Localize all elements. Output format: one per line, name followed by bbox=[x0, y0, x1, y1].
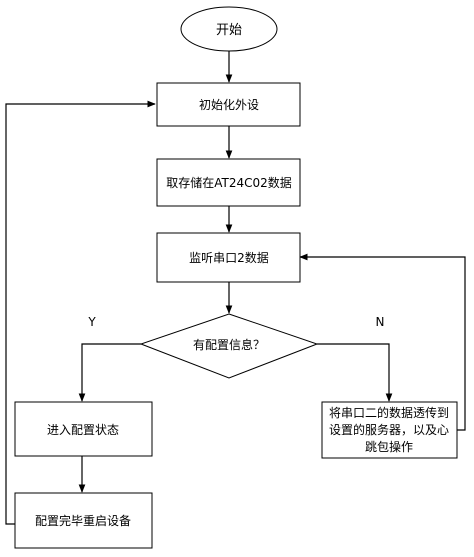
edge-decision-no-to-forward bbox=[317, 343, 393, 402]
read-eeprom-label: 取存储在AT24C02数据 bbox=[166, 175, 292, 190]
forward-label-line-1: 将串口二的数据透传到 bbox=[329, 405, 449, 420]
init-label: 初始化外设 bbox=[199, 98, 259, 112]
start-label: 开始 bbox=[216, 23, 242, 38]
start-node bbox=[180, 6, 278, 52]
edge-decision-yes-to-config bbox=[78, 343, 141, 402]
forward-label-line-2: 设置的服务器，以及心 bbox=[329, 422, 449, 437]
decision-label: 有配置信息？ bbox=[193, 337, 265, 352]
forward-label-line-3: 跳包操作 bbox=[365, 439, 413, 454]
yes-label: Y bbox=[87, 315, 96, 329]
no-label: N bbox=[376, 315, 385, 329]
restart-node bbox=[14, 492, 153, 549]
config-state-label: 进入配置状态 bbox=[47, 423, 119, 437]
restart-label: 配置完毕重启设备 bbox=[35, 513, 131, 528]
forward-node bbox=[321, 401, 458, 459]
init-node bbox=[156, 82, 301, 127]
read-eeprom-node bbox=[156, 158, 301, 207]
listen-node bbox=[156, 232, 301, 283]
decision-node bbox=[139, 313, 319, 379]
edge-forward-back-to-listen bbox=[299, 253, 466, 431]
edge-restart-back-to-init bbox=[5, 100, 156, 525]
config-state-node bbox=[14, 401, 153, 457]
listen-label: 监听串口2数据 bbox=[189, 250, 269, 265]
